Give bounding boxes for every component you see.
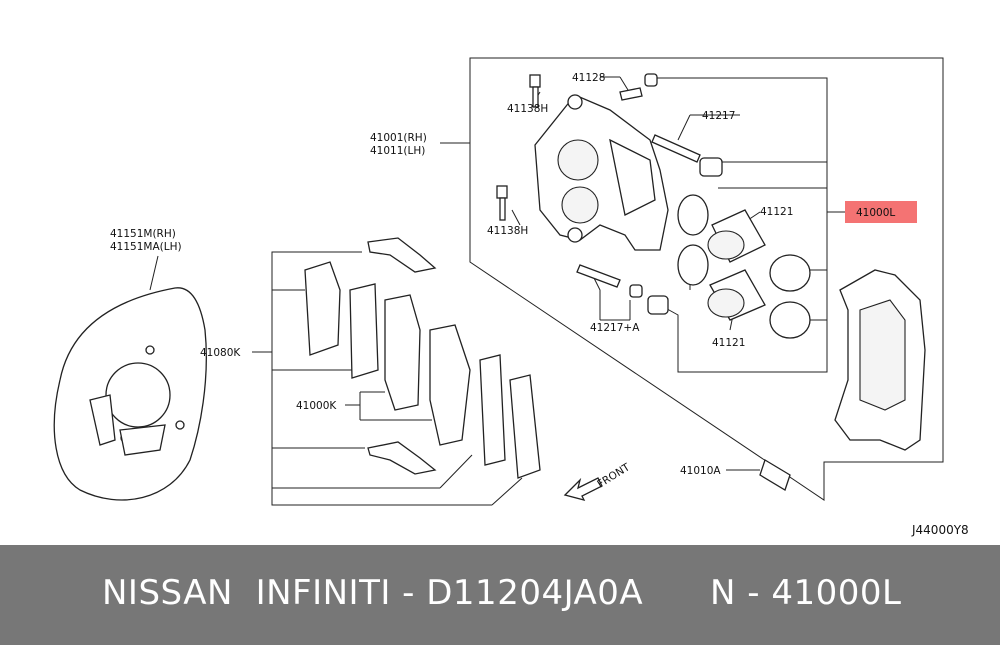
label-41010a: 41010A — [680, 465, 721, 477]
parts-diagram: 41128 41138H 41217 41001(RH) 41011(LH) 4… — [53, 57, 969, 537]
front-arrow-icon — [563, 477, 603, 501]
label-41011: 41011(LH) — [370, 145, 425, 157]
label-41121-bottom: 41121 — [712, 337, 745, 349]
label-41217: 41217 — [702, 110, 735, 122]
label-41128: 41128 — [572, 72, 605, 84]
brake-pads — [304, 237, 541, 479]
diagram-code: J44000Y8 — [911, 523, 969, 537]
caliper-body — [534, 94, 669, 251]
caliper-bracket — [834, 269, 926, 451]
label-41217a: 41217+A — [590, 322, 640, 334]
label-41000k: 41000K — [296, 400, 337, 412]
dust-shield — [53, 287, 207, 501]
label-front: FRONT — [595, 461, 632, 490]
label-41138h-top: 41138H — [507, 103, 548, 115]
label-41000l: 41000L — [856, 207, 895, 219]
highlight-box — [845, 201, 917, 223]
pistons-and-seals — [677, 194, 811, 339]
seal-kit-bracket — [648, 77, 845, 373]
footer-bar: NISSAN INFINITI - D11204JA0A N - 41000L — [0, 545, 1000, 645]
label-41080k: 41080K — [200, 347, 241, 359]
footer-oem-code: N - 41000L — [710, 573, 902, 613]
label-41151m: 41151M(RH) — [110, 228, 176, 240]
pad-kit-bracket — [252, 251, 523, 506]
footer-part-number: NISSAN INFINITI - D11204JA0A — [102, 573, 644, 613]
label-41121-top: 41121 — [760, 206, 793, 218]
bolts-and-pins — [496, 73, 791, 491]
label-41151ma: 41151MA(LH) — [110, 241, 182, 253]
label-41138h-bottom: 41138H — [487, 225, 528, 237]
label-41001: 41001(RH) — [370, 132, 427, 144]
caliper-assembly-box — [469, 57, 944, 501]
